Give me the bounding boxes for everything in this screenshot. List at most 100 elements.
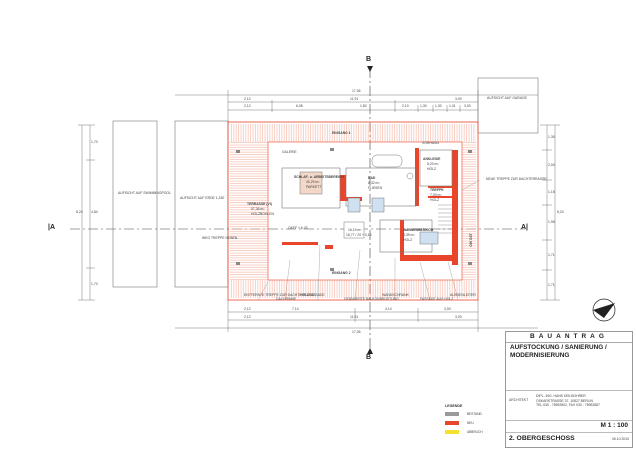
label-terrasse-area: 57,36 m² — [251, 207, 265, 211]
dim-right-e: 1,71 — [548, 253, 555, 257]
title-block-header: BAUANTRAG — [506, 332, 632, 343]
legend-swatch-bestand — [445, 412, 459, 416]
project-title: AUFSTOCKUNG / SANIERUNG / MODERNISIERUNG — [510, 344, 607, 359]
dim-top-r2-b: 6,08 — [296, 104, 303, 108]
legend-label-bestand: BESTAND — [467, 412, 482, 416]
label-hoehe: OKFF + 6,25 — [288, 226, 308, 230]
label-schlaf: SCHLAF- u. ARBEITSBEREICH — [294, 175, 344, 179]
dim-top-r2-d: 2,10 — [402, 104, 409, 108]
dim-left-a: 1,70 — [91, 140, 98, 144]
legend-label-abbruch: ABBRUCH — [467, 430, 483, 434]
title-block: BAUANTRAG AUFSTOCKUNG / SANIERUNG / MODE… — [505, 331, 633, 448]
label-flaeche: 16,19 m² — [348, 228, 362, 232]
legend-swatch-neu — [445, 421, 459, 425]
label-treppe-area: 7,00 m² — [430, 193, 442, 197]
section-arrow-b-bottom — [367, 348, 373, 354]
dim-right-total: 8,24 — [557, 210, 564, 214]
dim-overall-bottom: 17,06 — [352, 330, 361, 334]
note-7: AUSSENLEITER — [450, 293, 476, 297]
label-eingang-2: EINGANG 2 — [332, 271, 351, 275]
dim-bottom-r1-a: 2,12 — [244, 307, 251, 311]
dim-top-r2-e: 1,30 — [420, 104, 427, 108]
note-1: ENTFERNTE TREPPE ZUR DACHTERRASSE — [244, 293, 316, 297]
label-wannen: WANNENBEREICH — [403, 228, 434, 232]
label-treppe-floor: HOLZ — [430, 198, 440, 202]
furniture — [299, 154, 439, 245]
divider — [506, 420, 632, 421]
scale: M 1 : 100 — [600, 422, 628, 429]
roof-hatch-right — [462, 142, 476, 280]
dim-bottom-r1-d: 3,00 — [444, 307, 451, 311]
dimension-left — [78, 124, 95, 301]
label-wannen-area: 3,39 m² — [403, 233, 415, 237]
dim-top-r1-c: 3,00 — [455, 97, 462, 101]
dim-left-c: 1,70 — [91, 282, 98, 286]
label-vorhang: VORHANG — [422, 141, 440, 145]
dimension-bottom — [175, 300, 538, 332]
dim-overall-top: 17,06 — [352, 89, 361, 93]
legend-item-abbruch: ABBRUCH — [445, 430, 503, 436]
note-3: HOLZFASSADE — [300, 293, 325, 297]
dim-top-r2-h: 3,00 — [464, 104, 471, 108]
label-bad: BAD — [368, 176, 376, 180]
dim-top-r2-f: 1,30 — [435, 104, 442, 108]
legend-item-bestand: BESTAND — [445, 412, 503, 418]
label-terrasse: TERRASSE (VI) — [247, 202, 272, 206]
dim-top-r2-g: 1,01 — [449, 104, 456, 108]
dim-bottom-r1-c: 4,14 — [385, 307, 392, 311]
inner-terrace-outline — [267, 141, 463, 281]
floor-name: 2. OBERGESCHOSS — [509, 435, 575, 442]
dim-top-r1-a: 2,12 — [244, 97, 251, 101]
label-neue-treppe: NEUE TREPPE ZUR DACHTERRASSE — [486, 177, 547, 181]
dim-top-r1-b: 11,91 — [350, 97, 359, 101]
label-schlaf-area: 30,29 m² — [306, 180, 320, 184]
label-weg-treppe: WEG TREPPE NEBEN — [202, 236, 238, 240]
roof-outline — [227, 121, 479, 301]
note-5: WANDSCHRANK — [382, 293, 409, 297]
label-wannen-floor: HOLZ — [403, 238, 413, 242]
dim-right-d: 1,95 — [548, 220, 555, 224]
swimmingpool-view — [112, 120, 158, 288]
label-terrasse-floor: HOLZBOHLEN — [251, 212, 274, 216]
legend-swatch-abbruch — [445, 430, 459, 434]
legend: LEGENDE BESTAND NEU ABBRUCH — [445, 404, 503, 446]
section-mark-b-bottom: B — [366, 354, 372, 361]
divider — [506, 432, 632, 433]
legend-item-neu: NEU — [445, 421, 503, 427]
dimension-top — [175, 90, 538, 125]
reference-markers — [236, 148, 472, 271]
dim-right-c: 1,15 — [548, 190, 555, 194]
architect-info: DIPL.-ING. HANS KEILBOHRER OSKARSTRASSE … — [536, 394, 600, 408]
label-ow-ost: OW OST — [468, 233, 473, 247]
section-arrow-b-top — [367, 66, 373, 72]
label-swimmingpool: AUFSICHT AUF SWIMMINGPOOL — [118, 191, 171, 195]
label-ankleide-area: 5,20 m² — [427, 162, 439, 166]
label-garage: AUFSICHT AUF GARAGE — [487, 96, 527, 100]
dim-right-a: 1,30 — [548, 135, 555, 139]
dim-left-b: 4,84 — [91, 210, 98, 214]
north-arrow-icon — [592, 298, 616, 322]
note-4: GEÄNDERTE BALKONBRÜSTUNG — [344, 297, 399, 301]
dim-top-r2-c: 1,82 — [360, 104, 367, 108]
section-mark-a-right: A| — [521, 224, 529, 231]
dim-bottom-r1-b: 7,14 — [292, 307, 299, 311]
label-galerie: GALERIE — [282, 150, 297, 154]
garage-view — [477, 77, 539, 134]
roof-hatch-left — [230, 142, 268, 280]
legend-label-neu: NEU — [467, 421, 474, 425]
label-treppe: TREPPE — [430, 188, 444, 192]
label-flaeche-detail: 15,77 / 20 + 0,15 — [346, 233, 372, 237]
dim-left-total: 8,24 — [76, 210, 83, 214]
dim-bottom-r2-c: 3,00 — [455, 315, 462, 319]
dim-bottom-r2-b: 11,91 — [350, 315, 359, 319]
dim-bottom-r2-a: 2,12 — [244, 315, 251, 319]
stairs — [438, 204, 452, 234]
label-ankleide: ANKLEIDE — [423, 157, 441, 161]
section-mark-a-left: |A — [48, 224, 56, 231]
label-eingang-1: EINGANG 1 — [332, 131, 351, 135]
dim-right-f: 1,71 — [548, 283, 555, 287]
dim-right-b: 2,04 — [548, 163, 555, 167]
architect-label: ARCHITEKT — [509, 398, 529, 402]
plan-date: 06.10.2010 — [612, 437, 629, 441]
